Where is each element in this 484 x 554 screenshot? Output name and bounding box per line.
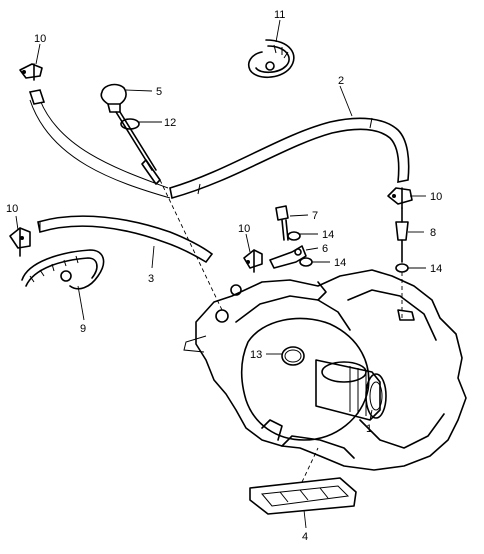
callout-6: 6	[322, 243, 328, 255]
transmission-case-1	[183, 269, 467, 471]
callout-10-right: 10	[430, 191, 442, 203]
callout-9: 9	[80, 323, 86, 335]
dipstick-guide-line	[159, 179, 223, 311]
callout-2: 2	[338, 75, 344, 87]
callout-1: 1	[366, 423, 372, 435]
clip-10-left	[9, 227, 31, 257]
callout-3: 3	[148, 273, 154, 285]
callout-13: 13	[250, 349, 262, 361]
callout-4: 4	[302, 531, 308, 543]
callout-11: 11	[274, 9, 285, 21]
callout-14-right: 14	[430, 263, 442, 275]
breather-hose-2	[29, 99, 410, 200]
gasket-12	[120, 118, 140, 130]
bolt-7	[275, 205, 289, 241]
clip-10-center	[243, 249, 263, 273]
hose-end-left	[28, 89, 46, 105]
callout-5: 5	[156, 86, 162, 98]
dipstick-5	[100, 83, 161, 185]
callout-10-center: 10	[238, 223, 250, 235]
clip-10-right	[387, 187, 413, 209]
washer-14-upper	[287, 231, 301, 241]
bracket-6	[269, 245, 307, 269]
callout-8: 8	[430, 227, 436, 239]
breather-8	[395, 207, 409, 263]
clip-10-top-left	[19, 63, 43, 81]
o-ring-13	[281, 346, 305, 366]
callout-14-upper: 14	[322, 229, 334, 241]
hose-clamp-9	[21, 249, 105, 290]
callout-10-top-left: 10	[34, 33, 46, 45]
plate-4	[249, 477, 357, 515]
hose-clamp-11	[247, 39, 295, 79]
callout-14-middle: 14	[334, 257, 346, 269]
callout-10-left: 10	[6, 203, 18, 215]
callout-12: 12	[164, 117, 176, 129]
callout-7: 7	[312, 210, 318, 222]
washer-14-middle	[299, 257, 313, 267]
plate-guide-line	[301, 447, 319, 483]
breather-hose-3	[37, 215, 214, 264]
washer-14-right	[395, 263, 409, 273]
